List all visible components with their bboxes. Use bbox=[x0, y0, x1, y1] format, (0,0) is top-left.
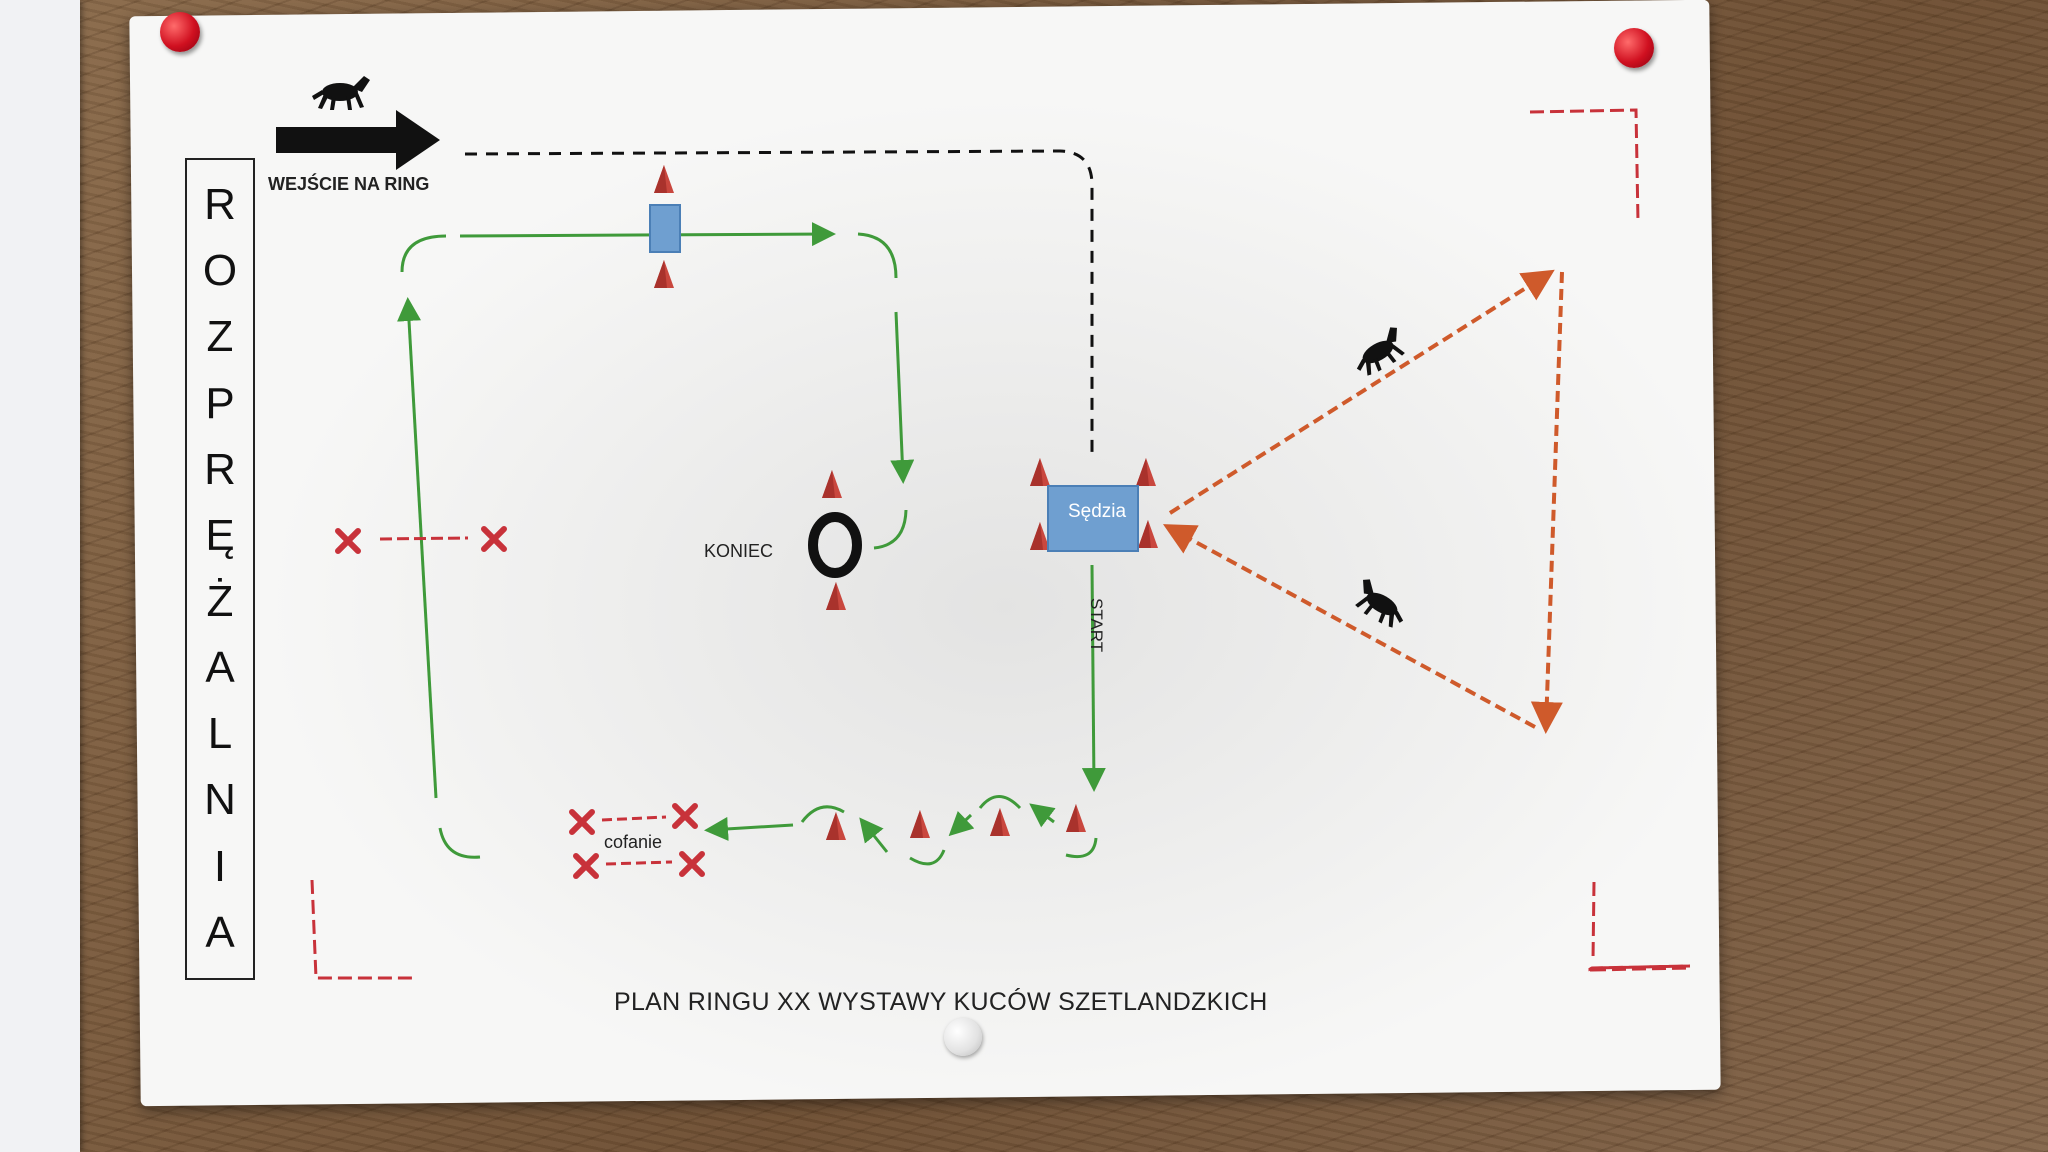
marker-line bbox=[379, 536, 469, 541]
entrance-path bbox=[464, 149, 1094, 455]
reversing-label: cofanie bbox=[604, 832, 663, 852]
cone-icon bbox=[1138, 520, 1158, 548]
x-marker-icon bbox=[576, 856, 596, 876]
side-letter: N bbox=[204, 775, 236, 825]
start-label: START bbox=[1087, 598, 1106, 653]
judge-box bbox=[1047, 485, 1139, 552]
side-letter: L bbox=[207, 709, 233, 759]
side-letter: O bbox=[202, 246, 238, 296]
pony-triangle-lower-icon bbox=[1348, 576, 1413, 633]
side-letter: R bbox=[204, 180, 236, 230]
marker-line bbox=[601, 815, 667, 822]
cone-icon bbox=[1066, 804, 1086, 832]
judge-label: Sędzia bbox=[1068, 501, 1127, 522]
cone-icon bbox=[1030, 458, 1050, 486]
cone-icon bbox=[1136, 458, 1156, 486]
gate-marker bbox=[649, 204, 681, 253]
cone-icon bbox=[826, 812, 846, 840]
x-marker-icon bbox=[675, 806, 695, 826]
marker-line bbox=[605, 860, 673, 866]
cone-icon bbox=[990, 808, 1010, 836]
cone-icon bbox=[654, 165, 674, 193]
warmup-area-label: R O Z P R Ę Ż A L N I A bbox=[185, 158, 255, 980]
x-marker-icon bbox=[338, 531, 358, 551]
entrance-label: WEJŚCIE NA RING bbox=[268, 174, 430, 194]
x-marker-icon bbox=[682, 854, 702, 874]
plan-title: PLAN RINGU XX WYSTAWY KUCÓW SZETLANDZKIC… bbox=[614, 988, 1268, 1016]
cone-icon bbox=[822, 470, 842, 498]
x-marker-icon bbox=[484, 529, 504, 549]
end-label: KONIEC bbox=[704, 541, 774, 561]
red-pushpin-icon bbox=[1614, 28, 1654, 68]
side-letter: A bbox=[205, 907, 235, 957]
side-letter: I bbox=[213, 841, 227, 891]
side-letter: R bbox=[204, 444, 236, 494]
green-route bbox=[397, 222, 1106, 866]
tyre-icon bbox=[808, 512, 862, 578]
white-pushpin-icon bbox=[944, 1018, 982, 1056]
cone-icon bbox=[654, 260, 674, 288]
entrance-arrow-icon bbox=[276, 110, 440, 170]
side-letter: Ę bbox=[205, 510, 235, 560]
side-letter: P bbox=[205, 378, 235, 428]
side-letter: Ż bbox=[206, 577, 234, 627]
x-marker-icon bbox=[572, 812, 592, 832]
cone-icon bbox=[910, 810, 930, 838]
cone-icon bbox=[826, 582, 846, 610]
red-pushpin-icon bbox=[160, 12, 200, 52]
pony-entrance-icon bbox=[312, 76, 370, 110]
corner-marker bbox=[310, 108, 1691, 980]
adjacent-paper-sheet bbox=[0, 0, 80, 1152]
orange-triangle-route bbox=[1162, 269, 1564, 734]
side-letter: Z bbox=[206, 312, 234, 362]
pony-triangle-upper-icon bbox=[1347, 324, 1412, 381]
side-letter: A bbox=[205, 643, 235, 693]
